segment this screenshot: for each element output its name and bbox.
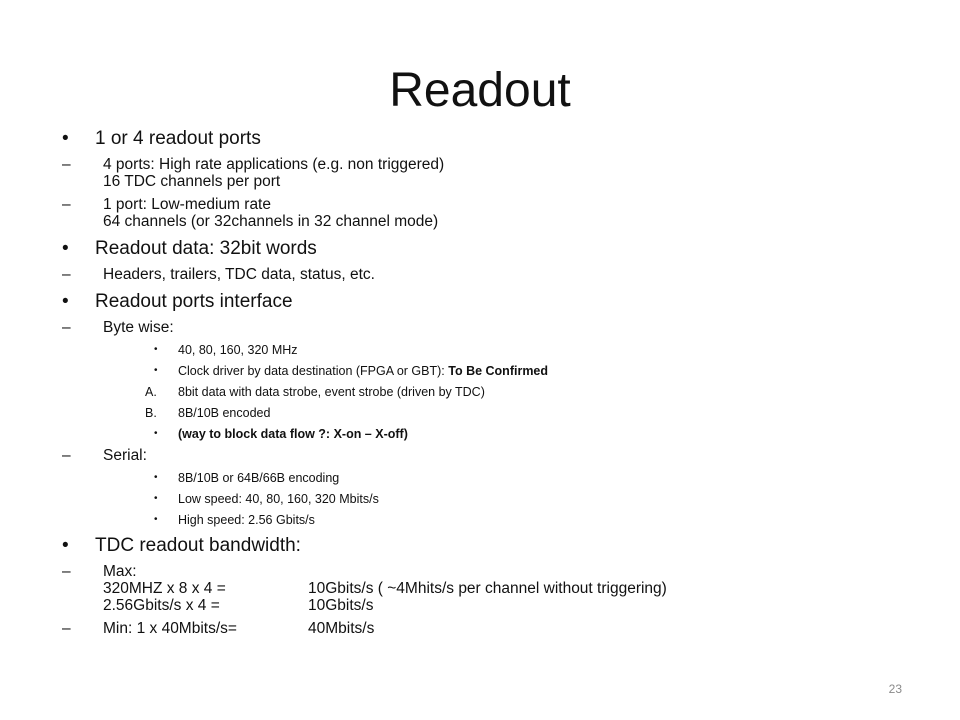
bullet-readout-ports: • 1 or 4 readout ports xyxy=(62,128,922,150)
sub-bullet-line: Serial: xyxy=(103,447,147,464)
bandwidth-value: 40Mbits/s xyxy=(308,620,375,637)
bandwidth-row: 2.56Gbits/s x 4 = 10Gbits/s xyxy=(103,597,922,614)
small-bullet-mark: • xyxy=(154,493,158,504)
item-bw-block: • (way to block data flow ?: X-on – X-of… xyxy=(62,427,922,441)
item-text: Low speed: 40, 80, 160, 320 Mbits/s xyxy=(178,492,379,506)
item-text: 8B/10B or 64B/66B encoding xyxy=(178,471,340,485)
letter-mark: A. xyxy=(145,385,157,399)
item-se-high: • High speed: 2.56 Gbits/s xyxy=(62,513,922,527)
sub-bullet-line: 16 TDC channels per port xyxy=(103,173,281,190)
small-bullet-mark: • xyxy=(154,472,158,483)
bullet-readout-data: • Readout data: 32bit words xyxy=(62,238,922,260)
item-bw-clock: • Clock driver by data destination (FPGA… xyxy=(62,364,922,378)
sub-bullet-line: Headers, trailers, TDC data, status, etc… xyxy=(103,266,375,283)
bullet-mark: • xyxy=(62,535,69,556)
sub-bullet-min: – Min: 1 x 40Mbits/s= 40Mbits/s xyxy=(62,620,922,637)
item-text-bold: To Be Confirmed xyxy=(448,364,549,378)
bullet-text: Readout data: 32bit words xyxy=(95,238,317,259)
item-bw-b: B. 8B/10B encoded xyxy=(62,406,922,420)
bandwidth-value: 10Gbits/s ( ~4Mhits/s per channel withou… xyxy=(308,580,667,597)
item-se-low: • Low speed: 40, 80, 160, 320 Mbits/s xyxy=(62,492,922,506)
bandwidth-formula: 2.56Gbits/s x 4 = xyxy=(103,597,220,614)
item-bw-a: A. 8bit data with data strobe, event str… xyxy=(62,385,922,399)
item-text: Clock driver by data destination (FPGA o… xyxy=(178,364,449,378)
sub-bullet-line: Max: xyxy=(103,563,137,580)
sub-bullet-line: 64 channels (or 32channels in 32 channel… xyxy=(103,213,439,230)
dash-mark: – xyxy=(62,196,71,213)
sub-bullet-4-ports: – 4 ports: High rate applications (e.g. … xyxy=(62,156,922,190)
bandwidth-row: Min: 1 x 40Mbits/s= 40Mbits/s xyxy=(103,620,922,637)
letter-mark: B. xyxy=(145,406,157,420)
sub-bullet-headers: – Headers, trailers, TDC data, status, e… xyxy=(62,266,922,283)
item-se-enc: • 8B/10B or 64B/66B encoding xyxy=(62,471,922,485)
small-bullet-mark: • xyxy=(154,514,158,525)
bullet-readout-interface: • Readout ports interface xyxy=(62,291,922,313)
bullet-mark: • xyxy=(62,128,69,149)
dash-mark: – xyxy=(62,319,71,336)
item-bw-freq: • 40, 80, 160, 320 MHz xyxy=(62,343,922,357)
bandwidth-formula: Min: 1 x 40Mbits/s= xyxy=(103,620,237,637)
bullet-text: 1 or 4 readout ports xyxy=(95,128,261,149)
sub-bullet-serial: – Serial: xyxy=(62,447,922,464)
sub-bullet-line: 1 port: Low-medium rate xyxy=(103,196,271,213)
dash-mark: – xyxy=(62,620,71,637)
bandwidth-row: 320MHZ x 8 x 4 = 10Gbits/s ( ~4Mhits/s pe… xyxy=(103,580,922,597)
small-bullet-mark: • xyxy=(154,365,158,376)
sub-bullet-max: – Max: 320MHZ x 8 x 4 = 10Gbits/s ( ~4Mhi… xyxy=(62,563,922,614)
item-text: 8B/10B encoded xyxy=(178,406,271,420)
dash-mark: – xyxy=(62,156,71,173)
bullet-mark: • xyxy=(62,291,69,312)
sub-bullet-byte-wise: – Byte wise: xyxy=(62,319,922,336)
bandwidth-formula: 320MHZ x 8 x 4 = xyxy=(103,580,226,597)
item-text: High speed: 2.56 Gbits/s xyxy=(178,513,315,527)
bullet-text: TDC readout bandwidth: xyxy=(95,535,301,556)
slide-content: • 1 or 4 readout ports – 4 ports: High r… xyxy=(62,128,922,637)
page-number: 23 xyxy=(888,682,902,696)
bullet-tdc-bandwidth: • TDC readout bandwidth: xyxy=(62,535,922,557)
small-bullet-mark: • xyxy=(154,428,158,439)
bullet-mark: • xyxy=(62,238,69,259)
dash-mark: – xyxy=(62,563,71,580)
sub-bullet-1-port: – 1 port: Low-medium rate 64 channels (o… xyxy=(62,196,922,230)
dash-mark: – xyxy=(62,447,71,464)
slide-title: Readout xyxy=(389,64,571,117)
item-text-bold: (way to block data flow ?: X-on – X-off) xyxy=(178,427,408,441)
bandwidth-value: 10Gbits/s xyxy=(308,597,374,614)
item-text: 8bit data with data strobe, event strobe… xyxy=(178,385,485,399)
sub-bullet-line: 4 ports: High rate applications (e.g. no… xyxy=(103,156,445,173)
dash-mark: – xyxy=(62,266,71,283)
bullet-text: Readout ports interface xyxy=(95,291,293,312)
small-bullet-mark: • xyxy=(154,344,158,355)
sub-bullet-line: Byte wise: xyxy=(103,319,174,336)
item-text: 40, 80, 160, 320 MHz xyxy=(178,343,298,357)
